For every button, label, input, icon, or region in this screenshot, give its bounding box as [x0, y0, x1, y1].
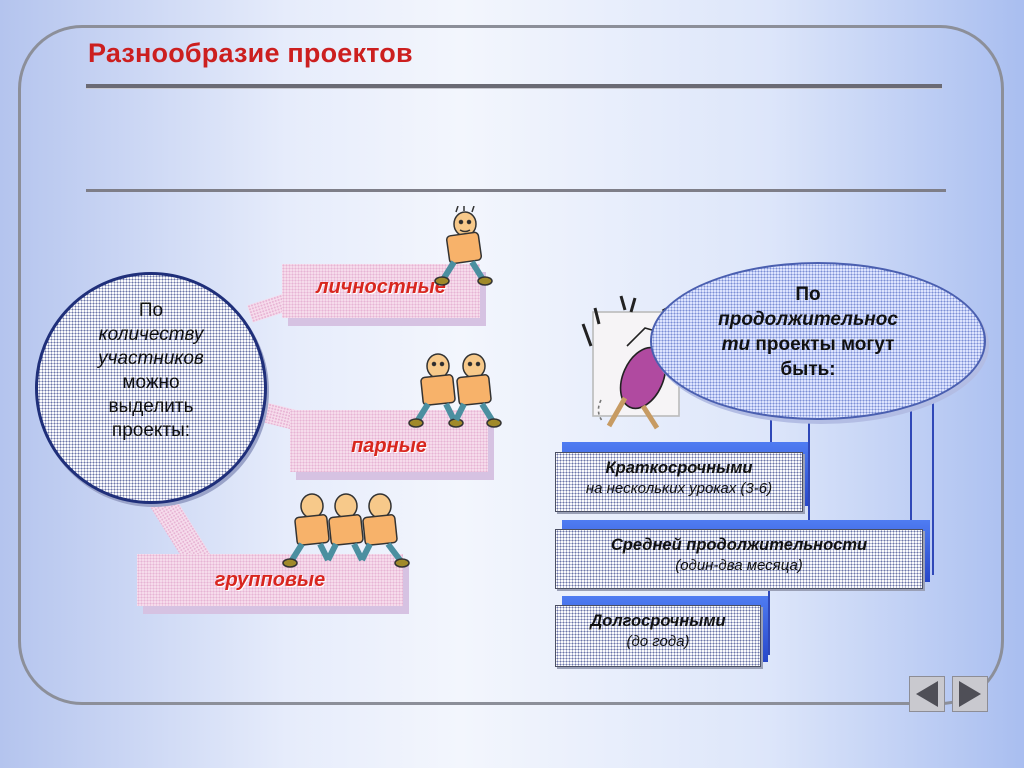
duration-ellipse	[650, 262, 986, 420]
short-term-box: Краткосрочными на нескольких уроках (3-6…	[555, 452, 803, 512]
single-person-icon	[434, 206, 493, 286]
circle-line-2: количеству	[98, 324, 204, 345]
triangle-left-icon	[916, 681, 938, 707]
connector-line-2	[808, 415, 810, 545]
slide-title: Разнообразие проектов	[88, 38, 413, 68]
short-term-title: Краткосрочными	[605, 459, 753, 477]
circle-line-4: можно	[122, 372, 180, 393]
medium-term-title: Средней продолжительности	[610, 536, 868, 554]
ellipse-line-4: быть:	[780, 359, 836, 380]
ellipse-line-1: По	[795, 284, 821, 305]
label-group-text: групповые	[214, 568, 326, 591]
connector-line-4	[932, 395, 934, 575]
connector-line-5	[768, 585, 770, 655]
ellipse-line-2: продолжительнос	[718, 309, 898, 330]
ellipse-line-3: ти проекты могут	[690, 332, 926, 357]
label-personal-text: личностные	[316, 276, 446, 298]
medium-term-box: Средней продолжительности (один-два меся…	[555, 529, 923, 589]
slide-frame	[18, 25, 1004, 705]
long-term-box: Долгосрочными (до года)	[555, 605, 761, 667]
ellipse-line-3-italic: ти	[721, 334, 751, 355]
ellipse-line-3-rest: проекты могут	[750, 334, 895, 355]
group-people-icon	[282, 493, 410, 568]
duration-ellipse-text: По продолжительнос ти проекты могут быть…	[690, 282, 926, 382]
circle-line-5: выделить	[108, 396, 194, 417]
circle-line-3: участников	[98, 348, 204, 369]
connector-line-3	[910, 400, 912, 560]
circle-line-1: По	[138, 300, 164, 321]
short-term-subtitle: на нескольких уроках (3-6)	[585, 480, 773, 497]
next-slide-button[interactable]	[952, 676, 988, 712]
long-term-subtitle: (до года)	[626, 633, 690, 650]
prev-slide-button[interactable]	[909, 676, 945, 712]
medium-term-subtitle: (один-два месяца)	[675, 557, 803, 574]
triangle-right-icon	[959, 681, 981, 707]
long-term-title: Долгосрочными	[590, 612, 726, 630]
circle-line-6: проекты:	[111, 420, 191, 441]
label-pair-text: парные	[351, 434, 427, 457]
content-divider	[86, 189, 946, 192]
pair-people-icon	[408, 353, 502, 428]
participants-circle: По количеству участников можно выделить …	[35, 272, 267, 504]
label-group: групповые	[137, 554, 403, 606]
title-divider	[86, 84, 942, 88]
